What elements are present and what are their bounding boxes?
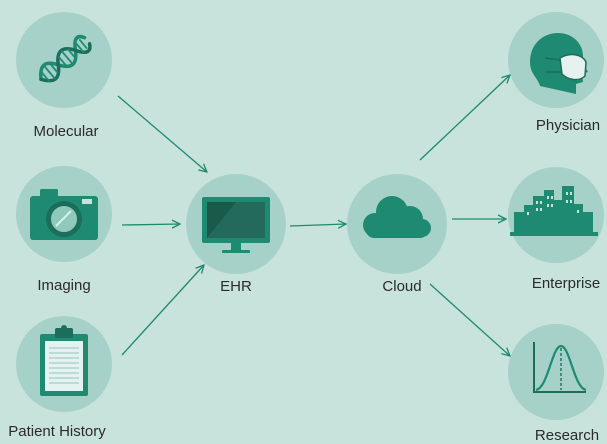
masked-head-icon: [530, 33, 588, 94]
camera-icon: [30, 189, 98, 240]
city-skyline-icon: [510, 186, 598, 236]
clipboard-icon: [40, 325, 88, 396]
arrow-history-to-ehr: [121, 265, 204, 356]
research-node: [508, 324, 604, 420]
arrow-cloud-to-physician: [419, 75, 510, 161]
arrow-cloud-to-research: [429, 283, 510, 356]
research-label: Research: [534, 427, 600, 444]
imaging-label: Imaging: [37, 277, 91, 294]
monitor-icon: [202, 197, 270, 253]
molecular-node: [16, 12, 112, 108]
arrow-imaging-to-ehr: [121, 224, 180, 225]
arrow-ehr-to-cloud: [289, 224, 346, 226]
patient-history-label: Patient History: [8, 423, 106, 440]
ehr-label: EHR: [220, 278, 252, 295]
cloud-icon: [363, 196, 431, 238]
physician-label: Physician: [535, 117, 601, 134]
enterprise-label: Enterprise: [531, 275, 601, 292]
dna-icon: [39, 34, 92, 83]
arrow-molecular-to-ehr: [117, 95, 207, 172]
bell-curve-icon: [533, 342, 587, 393]
molecular-label: Molecular: [33, 123, 99, 140]
cloud-label: Cloud: [382, 278, 422, 295]
